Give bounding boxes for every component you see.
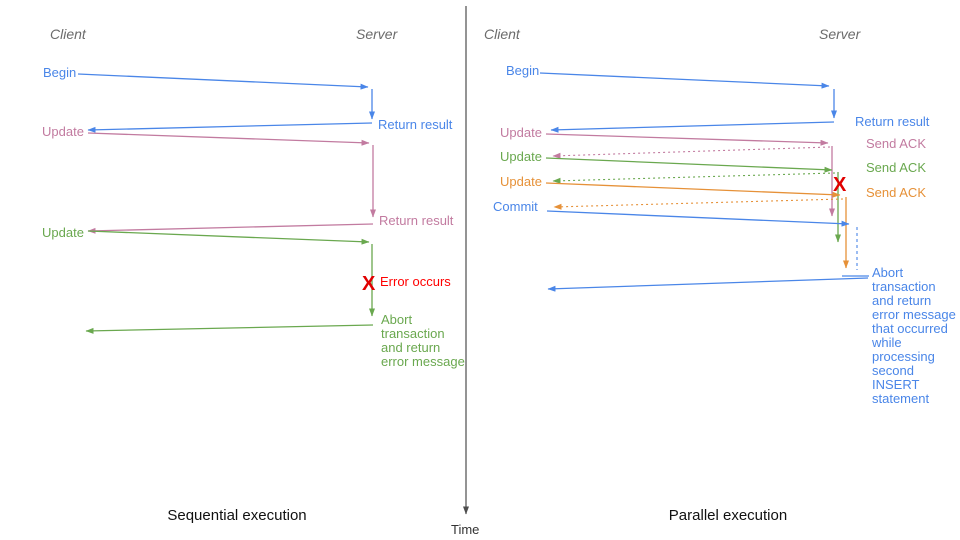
par-abort-line-5: that occurred — [872, 321, 948, 336]
time-axis-label: Time — [451, 522, 479, 537]
seq-abort-message-block: Abort transaction and return error messa… — [381, 312, 465, 369]
seq-title: Sequential execution — [167, 507, 306, 524]
par-commit-label: Commit — [493, 199, 538, 214]
par-abort-line-2: transaction — [872, 279, 936, 294]
par-abort-line-7: processing — [872, 349, 935, 364]
par-abort-line-4: error message — [872, 307, 956, 322]
seq-update-2-label: Update — [42, 225, 84, 240]
seq-update-1-request-arrow — [87, 132, 370, 146]
par-update-2-request-arrow — [545, 157, 833, 173]
seq-server-header: Server — [356, 26, 399, 42]
par-begin-label: Begin — [506, 63, 539, 78]
par-abort-line-3: and return — [872, 293, 931, 308]
par-title: Parallel execution — [669, 507, 787, 524]
par-send-ack-2-label: Send ACK — [866, 160, 926, 175]
seq-abort-line-2: transaction — [381, 326, 445, 341]
par-begin-request-arrow — [539, 72, 830, 89]
par-abort-line-6: while — [871, 335, 902, 350]
par-abort-message-block: Abort transaction and return error messa… — [871, 265, 956, 406]
seq-begin-label: Begin — [43, 65, 76, 80]
parallel-diagram: Client Server Begin Return result Update… — [484, 26, 956, 524]
par-send-ack-2-arrow — [552, 172, 836, 184]
par-update-3-request-arrow — [545, 182, 841, 198]
par-update-1-request-arrow — [545, 133, 829, 146]
seq-abort-line-4: error message — [381, 354, 465, 369]
par-server-header: Server — [819, 26, 862, 42]
seq-abort-line-3: and return — [381, 340, 440, 355]
par-return-result-label: Return result — [855, 114, 930, 129]
seq-error-x-icon: X — [362, 273, 376, 295]
seq-abort-line-1: Abort — [381, 312, 412, 327]
seq-return-result-1-label: Return result — [378, 117, 453, 132]
par-commit-request-arrow — [546, 210, 850, 227]
par-abort-line-8: second — [872, 363, 914, 378]
seq-return-result-1-arrow — [87, 122, 373, 133]
seq-abort-return-arrow — [85, 324, 374, 334]
sequential-diagram: Client Server Begin Return result Update… — [42, 26, 465, 524]
par-client-header: Client — [484, 26, 521, 42]
par-return-result-arrow — [550, 121, 835, 133]
par-abort-line-9: INSERT — [872, 377, 919, 392]
par-send-ack-1-label: Send ACK — [866, 136, 926, 151]
par-abort-return-arrow — [547, 277, 869, 292]
par-error-x-icon: X — [833, 174, 847, 196]
par-update-2-label: Update — [500, 149, 542, 164]
par-send-ack-3-arrow — [553, 198, 844, 210]
par-update-1-label: Update — [500, 125, 542, 140]
par-update-3-label: Update — [500, 174, 542, 189]
par-abort-line-10: statement — [872, 391, 929, 406]
seq-error-label: Error occurs — [380, 274, 451, 289]
par-send-ack-3-label: Send ACK — [866, 185, 926, 200]
seq-return-result-2-label: Return result — [379, 213, 454, 228]
par-send-ack-1-arrow — [552, 146, 831, 159]
time-axis: Time — [451, 6, 479, 537]
seq-client-header: Client — [50, 26, 87, 42]
seq-update-2-request-arrow — [87, 230, 370, 245]
seq-update-1-label: Update — [42, 124, 84, 139]
seq-return-result-2-arrow — [87, 223, 374, 234]
seq-begin-request-arrow — [77, 73, 369, 90]
par-abort-line-1: Abort — [872, 265, 903, 280]
